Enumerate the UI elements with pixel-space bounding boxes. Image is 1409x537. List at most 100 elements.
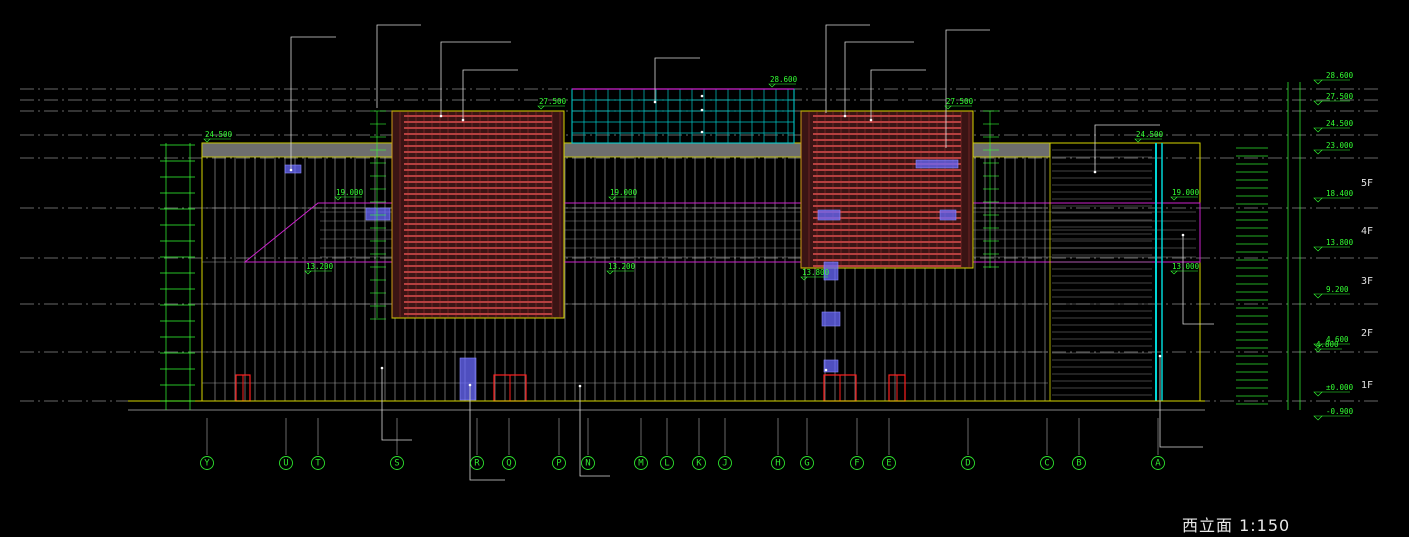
leader-line — [381, 368, 412, 441]
axis-bubble — [718, 456, 732, 470]
louvre-screen-right — [800, 110, 974, 269]
leader-line — [469, 385, 505, 481]
axis-label: R — [474, 459, 480, 469]
leader-dot — [869, 118, 873, 122]
leader-line — [579, 386, 610, 477]
level-marker — [1313, 246, 1323, 252]
leader-dot — [653, 100, 657, 104]
axis-bubble — [502, 456, 516, 470]
level-marker — [1313, 343, 1323, 349]
leader-dot — [468, 383, 472, 387]
leader-line — [825, 24, 870, 113]
drawing-title: 西立面 1:150 — [1182, 516, 1291, 535]
screen-dimension-chains — [370, 110, 999, 320]
window — [817, 209, 841, 221]
axis-bubble — [390, 456, 404, 470]
level-marker — [944, 105, 952, 110]
window — [365, 207, 391, 221]
axis-bubble — [800, 456, 814, 470]
louvre-screen-left — [391, 110, 565, 319]
axis-label: K — [696, 459, 702, 469]
axis-bubble — [552, 456, 566, 470]
level-label: 28.600 — [1326, 71, 1354, 80]
level-marker — [1170, 270, 1178, 275]
building-level-label: 13.200 — [306, 262, 334, 271]
level-marker — [1170, 196, 1178, 201]
axis-label: T — [315, 459, 321, 469]
axis-bubble — [882, 456, 896, 470]
level-marker — [800, 276, 808, 281]
floor-label: 1F — [1361, 380, 1373, 391]
level-marker — [1313, 149, 1323, 155]
axis-bubble — [581, 456, 595, 470]
axis-label: L — [664, 459, 669, 469]
window — [915, 159, 959, 169]
level-marker — [1313, 415, 1323, 421]
level-marker — [1313, 197, 1323, 203]
window — [459, 357, 477, 401]
left-dimension-chain — [160, 143, 195, 410]
level-marker — [1313, 127, 1323, 133]
level-marker — [1313, 100, 1323, 106]
axis-label: B — [1076, 459, 1081, 469]
level-label: 13.800 — [1326, 238, 1354, 247]
east-volume-hatch — [1052, 149, 1152, 396]
level-marker — [1313, 79, 1323, 85]
floor-label: 4F — [1361, 226, 1373, 237]
axis-label: N — [585, 459, 590, 469]
building-level-label: 13.000 — [1172, 262, 1200, 271]
floor-label: 3F — [1361, 276, 1373, 287]
level-label: 23.000 — [1326, 141, 1354, 150]
axis-bubble — [1040, 456, 1054, 470]
leader-dot — [439, 114, 443, 118]
leader-dot — [461, 118, 465, 122]
leader-line — [440, 41, 511, 116]
axis-label: A — [1155, 459, 1161, 469]
axis-bubble — [1151, 456, 1165, 470]
floor-label: 2F — [1361, 328, 1373, 339]
leader-line — [844, 41, 914, 116]
building-level-label: 19.000 — [1172, 188, 1200, 197]
axis-label: Y — [204, 459, 210, 469]
leader-line — [1159, 356, 1203, 448]
window — [284, 164, 302, 174]
openings — [235, 159, 959, 402]
right-level-scale: 28.60027.50024.50023.00018.40013.8009.20… — [1236, 71, 1373, 421]
building-level-label: 24.500 — [1136, 130, 1164, 139]
window — [939, 209, 957, 221]
leader-dot — [380, 366, 384, 370]
axis-bubble — [200, 456, 214, 470]
axis-bubble — [279, 456, 293, 470]
axis-label: E — [886, 459, 891, 469]
building-level-label: 13.800 — [802, 268, 830, 277]
axis-bubble — [634, 456, 648, 470]
leader-dot — [824, 368, 828, 372]
level-marker — [1313, 293, 1323, 299]
window — [823, 261, 839, 281]
building-level-label: 28.600 — [770, 75, 798, 84]
level-marker — [1314, 348, 1322, 353]
building-level-label: 13.200 — [608, 262, 636, 271]
leader-dot — [700, 94, 704, 98]
leader-dot — [289, 168, 293, 172]
leader-line — [376, 24, 421, 108]
axis-label: G — [804, 459, 809, 469]
level-marker — [304, 270, 312, 275]
axis-label: S — [394, 459, 399, 469]
level-marker — [334, 196, 342, 201]
leader-dot — [700, 108, 704, 112]
leader-line — [1182, 235, 1214, 325]
axis-label: U — [283, 459, 288, 469]
level-marker — [203, 138, 211, 143]
leader-line — [870, 69, 926, 120]
annotation-leaders — [289, 24, 1214, 481]
axis-bubble — [470, 456, 484, 470]
axis-label: H — [775, 459, 780, 469]
level-marker — [1134, 138, 1142, 143]
window — [821, 311, 841, 327]
level-label: 24.500 — [1326, 119, 1354, 128]
roof-glass-box — [571, 88, 795, 144]
window — [823, 359, 839, 373]
building-level-label: 4.800 — [1316, 340, 1339, 349]
